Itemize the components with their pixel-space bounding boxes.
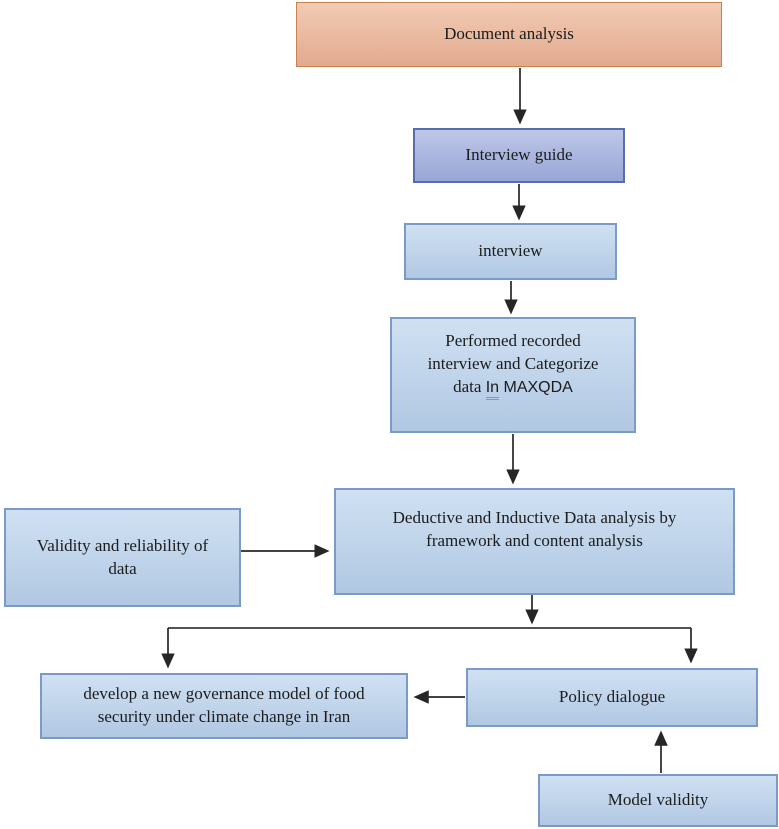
node-validity-reliability: Validity and reliability of data [4,508,241,607]
node-data-analysis-line2: framework and content analysis [426,530,643,550]
node-data-analysis: Deductive and Inductive Data analysis by… [334,488,735,595]
node-coding-line3: data In MAXQDA [453,376,573,400]
node-policy-dialogue: Policy dialogue [466,668,758,727]
node-coding-word-data: data [453,376,486,396]
node-governance-model-line1: develop a new governance model of food [83,684,365,704]
node-validity-line1: Validity and reliability of [36,535,209,555]
node-data-analysis-line1: Deductive and Inductive Data analysis by [392,508,677,527]
node-policy-dialogue-label: Policy dialogue [558,687,666,707]
node-coding-line1: Performed recorded [445,331,581,350]
node-coding-word-maxqda: MAXQDA [499,378,573,396]
node-governance-model-line2: security under climate change in Iran [97,707,351,726]
node-model-validity: Model validity [538,774,778,827]
node-coding-word-in: In [485,379,500,400]
node-interview-guide: Interview guide [413,128,625,183]
node-interview-label: interview [478,241,543,261]
node-document-analysis-label: Document analysis [444,24,574,44]
node-coding-line2: interview and Categorize [427,353,599,373]
node-interview: interview [404,223,617,280]
node-governance-model: develop a new governance model of food s… [40,673,408,739]
node-model-validity-label: Model validity [607,790,709,810]
node-coding-maxqda: Performed recorded interview and Categor… [390,317,636,433]
node-document-analysis: Document analysis [296,2,722,67]
node-validity-line2: data [108,558,137,578]
node-interview-guide-label: Interview guide [465,145,573,165]
